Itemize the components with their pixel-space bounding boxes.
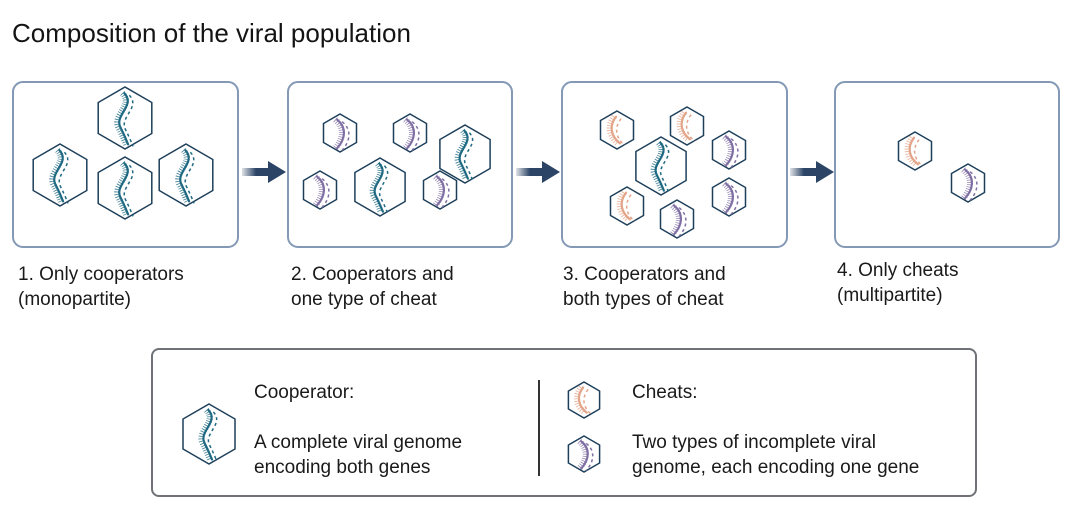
cooperator-virus-icon bbox=[32, 143, 88, 207]
caption-line: 4. Only cheats bbox=[837, 260, 959, 281]
cheat-b-virus-icon bbox=[711, 130, 747, 170]
legend-divider bbox=[538, 380, 540, 476]
cheat-b-virus-icon bbox=[950, 163, 986, 203]
cooperator-virus-icon bbox=[439, 124, 491, 184]
arrow-right-icon bbox=[242, 161, 286, 183]
arrow-right-icon bbox=[790, 161, 834, 183]
cooperator-virus-icon bbox=[97, 86, 153, 150]
figure-title: Composition of the viral population bbox=[12, 18, 411, 48]
cooperator-virus-icon bbox=[97, 156, 153, 220]
desc-line: genome, each encoding one gene bbox=[632, 457, 920, 478]
cheat-a-virus-icon bbox=[609, 186, 645, 226]
panel-2-one-cheat-type bbox=[287, 81, 513, 248]
cooperator-virus-icon bbox=[354, 157, 406, 217]
cooperator-description: A complete viral genome encoding both ge… bbox=[254, 430, 462, 480]
cheat-b-virus-icon bbox=[711, 177, 747, 217]
arrow-right-icon bbox=[516, 161, 560, 183]
caption-line: (multipartite) bbox=[837, 285, 943, 306]
cheat-b-virus-icon bbox=[567, 435, 601, 473]
panel-4-caption: 4. Only cheats (multipartite) bbox=[837, 258, 958, 308]
caption-line: 3. Cooperators and bbox=[563, 264, 726, 285]
cheat-b-virus-icon bbox=[422, 170, 458, 210]
cheats-heading: Cheats: bbox=[632, 382, 698, 403]
cheat-a-icon bbox=[567, 381, 601, 419]
panel-2-viruses bbox=[302, 113, 491, 217]
desc-line: Two types of incomplete viral bbox=[632, 432, 876, 453]
panel-1-caption: 1. Only cooperators (monopartite) bbox=[18, 262, 184, 312]
panel-3-both-cheat-types bbox=[561, 81, 788, 248]
panel-3-caption: 3. Cooperators and both types of cheat bbox=[563, 262, 726, 312]
caption-line: (monopartite) bbox=[18, 289, 131, 310]
panel-4-only-cheats bbox=[834, 81, 1060, 248]
cooperator-virus-icon bbox=[182, 403, 236, 465]
cheat-a-virus-icon bbox=[897, 131, 933, 171]
panel-1-only-cooperators bbox=[12, 81, 239, 248]
legend: Cooperator: A complete viral genome enco… bbox=[151, 348, 977, 497]
cheat-b-virus-icon bbox=[392, 113, 428, 153]
cheat-b-icon bbox=[567, 435, 601, 473]
cooperator-virus-icon bbox=[158, 143, 214, 207]
cooperator-heading: Cooperator: bbox=[254, 382, 355, 403]
panel-1-viruses bbox=[32, 86, 214, 220]
desc-line: encoding both genes bbox=[254, 457, 431, 478]
panel-3-viruses bbox=[599, 106, 747, 239]
caption-line: one type of cheat bbox=[291, 289, 437, 310]
cheats-description: Two types of incomplete viral genome, ea… bbox=[632, 430, 919, 480]
cheat-b-virus-icon bbox=[659, 199, 695, 239]
desc-line: A complete viral genome bbox=[254, 432, 463, 453]
cheat-b-virus-icon bbox=[322, 113, 358, 153]
panel-2-caption: 2. Cooperators and one type of cheat bbox=[291, 262, 454, 312]
caption-line: both types of cheat bbox=[563, 289, 724, 310]
panel-4-viruses bbox=[897, 131, 986, 203]
cheat-a-virus-icon bbox=[599, 110, 635, 150]
cooperator-virus-icon bbox=[635, 136, 687, 196]
caption-line: 2. Cooperators and bbox=[291, 264, 454, 285]
cheat-b-virus-icon bbox=[302, 170, 338, 210]
cheat-a-virus-icon bbox=[669, 106, 705, 146]
cooperator-icon bbox=[182, 403, 236, 465]
cheat-a-virus-icon bbox=[567, 381, 601, 419]
caption-line: 1. Only cooperators bbox=[18, 264, 184, 285]
